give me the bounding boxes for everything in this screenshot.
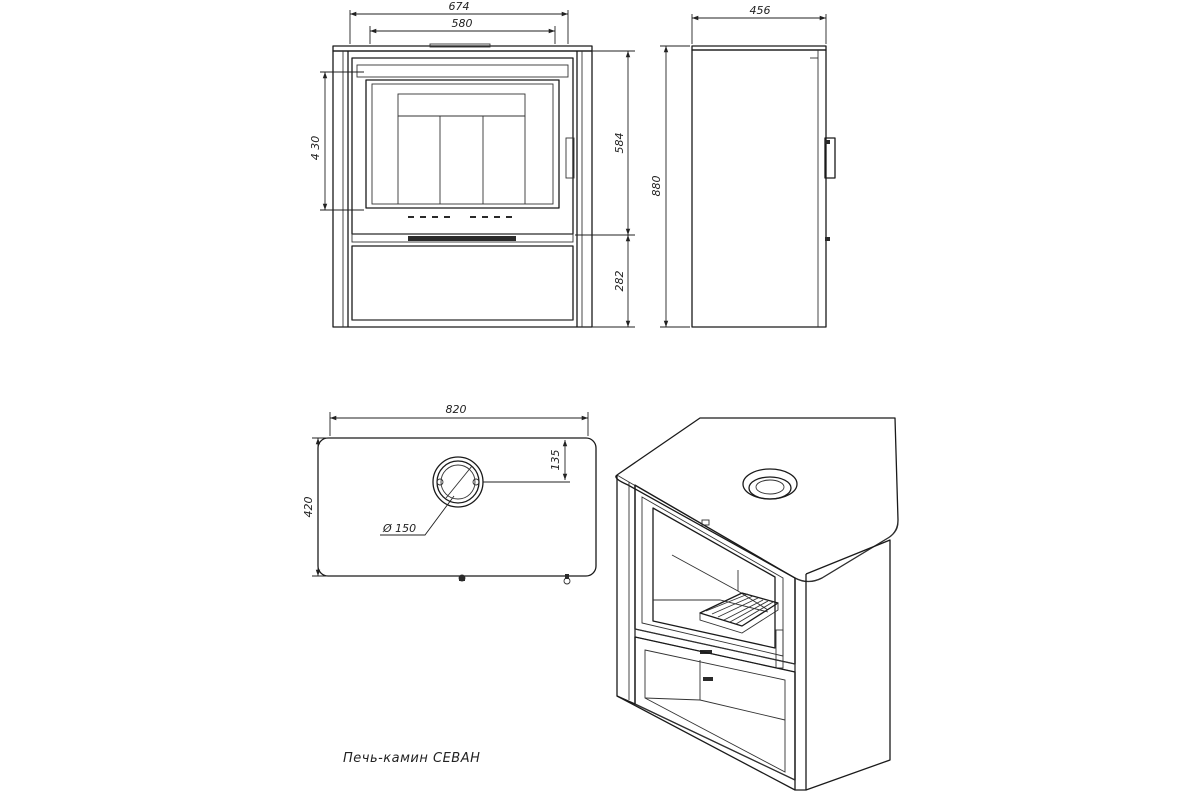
side-view: 456 880 [650, 4, 836, 328]
front-wood-storage [351, 245, 574, 321]
isometric-view [615, 417, 899, 791]
front-ash-handle [408, 236, 516, 241]
dim-top-width: 580 [452, 17, 473, 30]
dim-door-height: 584 [613, 133, 626, 154]
dim-flue-offset: 135 [549, 450, 562, 471]
flue-outer-ring [432, 456, 484, 508]
front-view: 674 580 4 30 584 282 [309, 0, 635, 328]
dim-total-height: 880 [650, 176, 663, 197]
top-view: Ø 150 135 820 420 [302, 403, 597, 585]
side-door-handle [824, 137, 836, 179]
iso-right-side [805, 539, 891, 791]
front-body-outline [332, 50, 593, 328]
front-door-handle [565, 137, 575, 179]
dim-total-width: 674 [449, 0, 470, 13]
iso-glass [652, 507, 776, 649]
dim-flue-diameter: Ø 150 [382, 522, 416, 535]
dim-top-width-820: 820 [446, 403, 467, 416]
dim-top-depth: 420 [302, 497, 315, 518]
dim-depth: 456 [750, 4, 771, 17]
iso-top-plate [615, 417, 899, 583]
iso-door-handle [775, 629, 784, 669]
dim-base-height: 282 [613, 271, 626, 292]
drawing-caption: Печь-камин СЕВАН [343, 751, 480, 766]
dim-glass-height: 4 30 [309, 136, 322, 161]
front-glass [365, 79, 560, 209]
iso-left-column [616, 475, 636, 705]
side-body-outline [691, 49, 827, 328]
